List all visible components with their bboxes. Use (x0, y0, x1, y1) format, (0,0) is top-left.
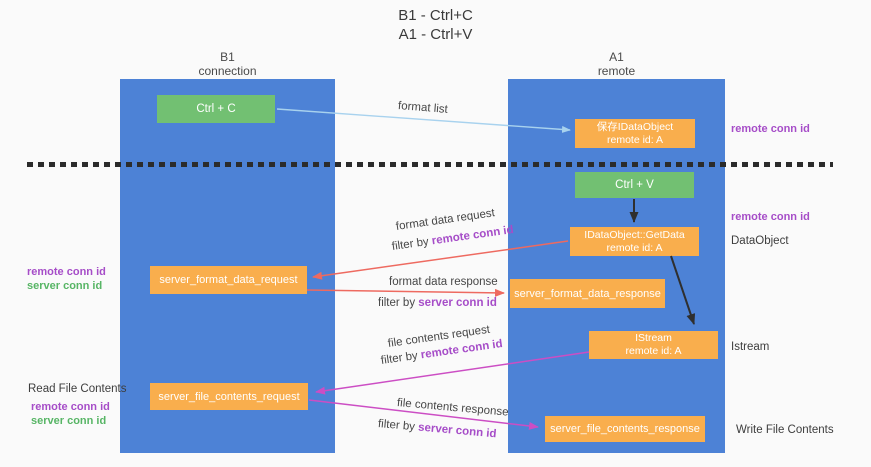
title-line-a1: A1 - Ctrl+V (398, 26, 473, 43)
getdata-line2: remote id: A (606, 241, 663, 254)
save-idataobject-box: 保存IDataObject remote id: A (575, 119, 695, 148)
filter-id-server-conn-id: server conn id (417, 421, 497, 441)
filter-id-server-conn-id: server conn id (418, 297, 497, 309)
ctrl-c-label: Ctrl + C (196, 103, 236, 115)
filter-prefix: filter by (377, 418, 416, 434)
arrow-label-format-list: format list (397, 100, 449, 116)
save-idataobject-line2: remote id: A (606, 133, 664, 146)
arrow-label-format-data-response-filter: filter by server conn id (378, 297, 497, 309)
server-format-data-response-box: server_format_data_response (510, 279, 665, 308)
dataobject-label: DataObject (731, 235, 789, 247)
save-idataobject-line1: 保存IDataObject (596, 120, 674, 133)
server-file-contents-response-label: server_file_contents_response (550, 423, 700, 435)
server-conn-id-label-left-1: server conn id (27, 280, 103, 292)
ctrl-v-label: Ctrl + V (615, 179, 654, 191)
arrow-label-format-data-response: format data response (389, 276, 498, 288)
remote-conn-id-label-right-top: remote conn id (731, 123, 810, 135)
title-line-b1: B1 - Ctrl+C (398, 7, 473, 24)
arrow-format-data-response (306, 288, 505, 297)
page-title: B1 - Ctrl+C A1 - Ctrl+V (0, 6, 871, 44)
server-format-data-request-box: server_format_data_request (150, 266, 307, 294)
lane-header-b1: B1 connection (120, 50, 335, 78)
write-file-contents-label: Write File Contents (736, 424, 834, 436)
lane-b1-role: connection (198, 63, 257, 78)
istream-line2: remote id: A (625, 345, 682, 357)
istream-side-label: Istream (731, 341, 770, 353)
remote-conn-id-label-left-1: remote conn id (27, 266, 106, 278)
getdata-line1: IDataObject::GetData (584, 228, 685, 241)
lane-b1-name: B1 (220, 50, 235, 64)
server-format-data-request-label: server_format_data_request (159, 274, 298, 286)
lane-a1-name: A1 (609, 50, 624, 64)
remote-conn-id-label-left-2: remote conn id (31, 401, 110, 413)
idataobject-getdata-box: IDataObject::GetData remote id: A (570, 227, 699, 256)
server-file-contents-response-box: server_file_contents_response (545, 416, 705, 442)
istream-box: IStream remote id: A (589, 331, 718, 359)
filter-prefix: filter by (380, 349, 419, 367)
server-conn-id-label-left-2: server conn id (31, 415, 107, 427)
arrow-label-file-contents-response-filter: filter by server conn id (377, 418, 496, 440)
filter-id-remote-conn-id: remote conn id (431, 223, 515, 248)
filter-prefix: filter by (378, 297, 416, 309)
server-file-contents-request-label: server_file_contents_request (158, 390, 300, 403)
ctrl-c-box: Ctrl + C (157, 95, 275, 123)
read-file-contents-label: Read File Contents (28, 383, 127, 395)
remote-conn-id-label-right-mid: remote conn id (731, 211, 810, 223)
server-file-contents-request-box: server_file_contents_request (150, 383, 308, 410)
lane-a1-role: remote (597, 63, 636, 78)
ctrl-v-box: Ctrl + V (575, 172, 694, 198)
server-format-data-response-label: server_format_data_response (514, 287, 661, 300)
dashed-divider (27, 162, 833, 167)
istream-line1: IStream (635, 332, 672, 344)
arrow-label-file-contents-response: file contents response (396, 397, 509, 419)
lane-header-a1: A1 remote (508, 50, 725, 78)
filter-prefix: filter by (391, 235, 430, 253)
